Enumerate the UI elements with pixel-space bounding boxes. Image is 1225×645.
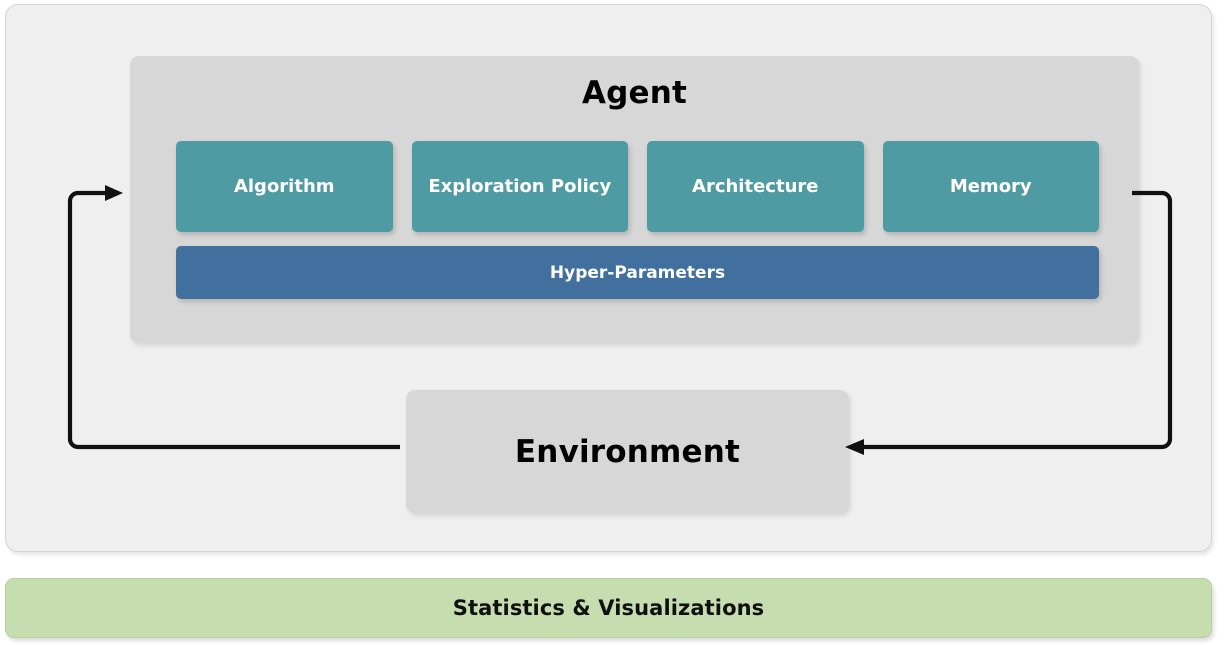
rl-loop-panel: Agent Algorithm Exploration Policy Archi… xyxy=(5,4,1212,552)
agent-component-algorithm[interactable]: Algorithm xyxy=(176,141,393,232)
environment-label: Environment xyxy=(514,433,741,470)
statistics-visualizations-label: Statistics & Visualizations xyxy=(452,596,765,620)
agent-component-row: Algorithm Exploration Policy Architectur… xyxy=(176,141,1099,232)
agent-component-memory[interactable]: Memory xyxy=(882,141,1099,232)
agent-title: Agent xyxy=(581,75,688,111)
hyper-parameters-bar[interactable]: Hyper-Parameters xyxy=(176,246,1099,299)
environment-box[interactable]: Environment xyxy=(406,390,849,513)
agent-box[interactable]: Agent Algorithm Exploration Policy Archi… xyxy=(130,56,1139,343)
statistics-visualizations-bar[interactable]: Statistics & Visualizations xyxy=(5,578,1212,638)
agent-component-exploration-policy[interactable]: Exploration Policy xyxy=(411,141,628,232)
agent-component-architecture[interactable]: Architecture xyxy=(647,141,864,232)
